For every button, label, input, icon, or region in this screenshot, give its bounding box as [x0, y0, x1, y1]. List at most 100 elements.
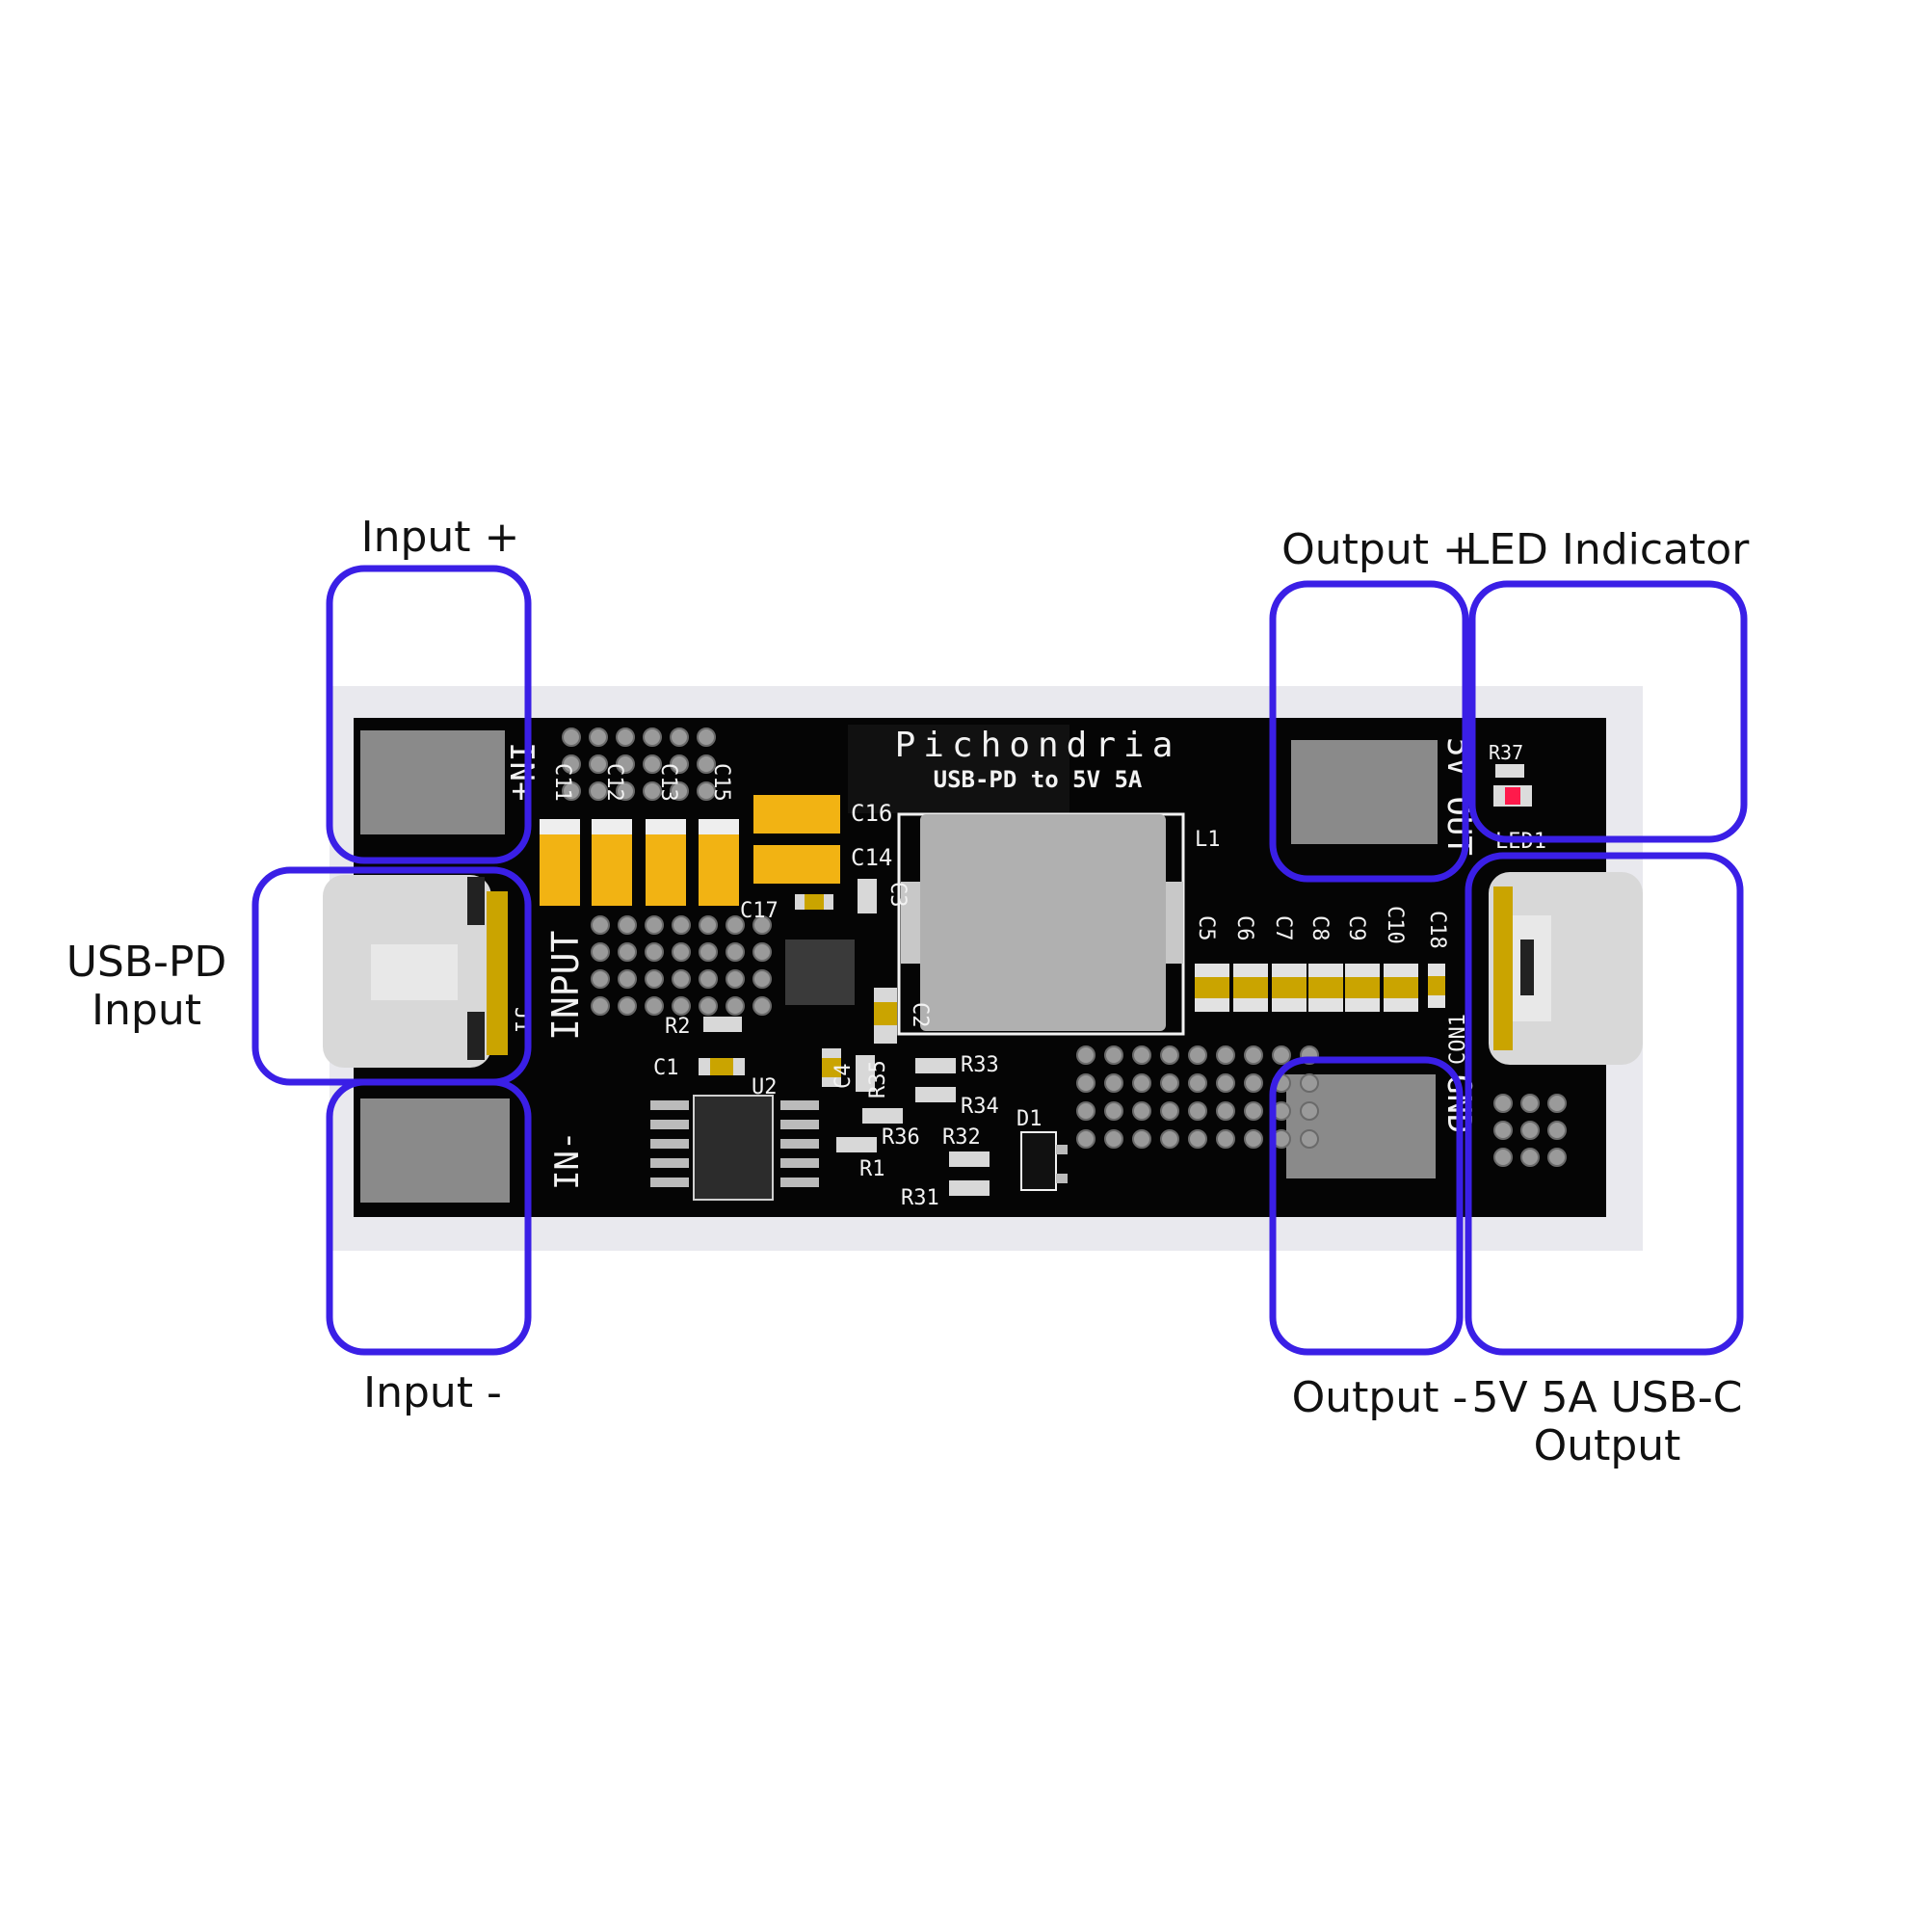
inductor-l1-left-cap [901, 882, 920, 964]
via [1160, 1073, 1179, 1093]
label-usbc-output-line2: Output [1534, 1421, 1681, 1470]
via [618, 969, 637, 989]
via [1132, 1101, 1151, 1121]
pcb-inner-region [848, 725, 1069, 813]
svg-text:R37: R37 [1489, 741, 1523, 764]
via [1547, 1121, 1567, 1140]
via [1244, 1101, 1263, 1121]
via [752, 996, 772, 1016]
resistor-r1 [836, 1137, 877, 1152]
svg-text:C2: C2 [908, 1002, 932, 1028]
via [699, 915, 718, 935]
svg-text:C15: C15 [709, 763, 733, 802]
label-usb-pd-input-line2: Input [92, 986, 201, 1035]
via [1076, 1045, 1095, 1065]
via [645, 996, 664, 1016]
via [616, 781, 635, 801]
via [1493, 1148, 1513, 1167]
via [1216, 1101, 1235, 1121]
via [643, 754, 662, 774]
via [643, 781, 662, 801]
via [643, 728, 662, 747]
via [1520, 1094, 1540, 1113]
via [1132, 1129, 1151, 1149]
svg-text:C16: C16 [851, 800, 892, 827]
usbc-output-tab [1520, 940, 1534, 995]
resistor-r32 [949, 1151, 990, 1167]
via [1216, 1045, 1235, 1065]
via [618, 915, 637, 935]
via [589, 754, 608, 774]
via [562, 781, 581, 801]
via [645, 969, 664, 989]
callout-output-plus [1269, 580, 1469, 883]
via [1104, 1101, 1123, 1121]
via [672, 915, 691, 935]
via [1520, 1121, 1540, 1140]
via [697, 754, 716, 774]
svg-text:C10: C10 [1383, 906, 1407, 944]
via [699, 969, 718, 989]
svg-text:C14: C14 [851, 844, 892, 871]
via [591, 942, 610, 962]
label-output-minus: Output - [1292, 1373, 1468, 1422]
via [562, 754, 581, 774]
svg-text:C7: C7 [1271, 915, 1295, 941]
via [1244, 1073, 1263, 1093]
via [726, 942, 745, 962]
subtitle-text: USB-PD to 5V 5A [934, 766, 1143, 793]
usbc-output-pins [1493, 887, 1513, 1050]
via [1076, 1129, 1095, 1149]
via [645, 942, 664, 962]
via [591, 969, 610, 989]
svg-text:INPUT: INPUT [544, 931, 587, 1041]
usb-input-pins [487, 891, 508, 1055]
callout-input-plus [326, 565, 532, 864]
svg-text:R34: R34 [961, 1095, 999, 1119]
via [1493, 1094, 1513, 1113]
label-led-indicator: LED Indicator [1465, 525, 1751, 574]
u2-pins [650, 1100, 819, 1187]
via [616, 754, 635, 774]
via [1104, 1045, 1123, 1065]
via [1244, 1129, 1263, 1149]
via [699, 996, 718, 1016]
via [1188, 1045, 1207, 1065]
via [1160, 1045, 1179, 1065]
via [1160, 1101, 1179, 1121]
svg-text:C4: C4 [832, 1064, 856, 1090]
svg-text:C17: C17 [740, 899, 779, 923]
output-plus-pad [1291, 740, 1438, 844]
via [672, 969, 691, 989]
svg-text:R36: R36 [882, 1125, 920, 1150]
via [1300, 1101, 1319, 1121]
via [1216, 1129, 1235, 1149]
via [618, 996, 637, 1016]
svg-text:C9: C9 [1344, 915, 1368, 941]
via [697, 781, 716, 801]
silkscreen-refs: C16 C14 C17 L1 R2 C1 U2 R33 R34 R36 R32 … [502, 737, 1546, 1210]
svg-text:C3: C3 [885, 882, 910, 908]
via [699, 942, 718, 962]
via [752, 942, 772, 962]
callout-led-indicator [1468, 580, 1748, 843]
via [672, 942, 691, 962]
output-capacitor-bank [1195, 964, 1445, 1012]
label-output-plus: Output + [1281, 525, 1478, 574]
inductor-l1-body [920, 814, 1166, 1031]
svg-text:C5: C5 [1194, 915, 1218, 941]
controller-ic-qfn [785, 940, 855, 1005]
input-plus-pad [360, 730, 505, 834]
usb-input-tab-top [467, 877, 485, 925]
via [1493, 1121, 1513, 1140]
via [1160, 1129, 1179, 1149]
svg-text:C18: C18 [1425, 911, 1449, 949]
via [672, 996, 691, 1016]
via [1547, 1148, 1567, 1167]
via [1132, 1073, 1151, 1093]
via [562, 728, 581, 747]
brand-text: Pichondria [895, 726, 1181, 765]
label-input-plus: Input + [361, 513, 520, 562]
